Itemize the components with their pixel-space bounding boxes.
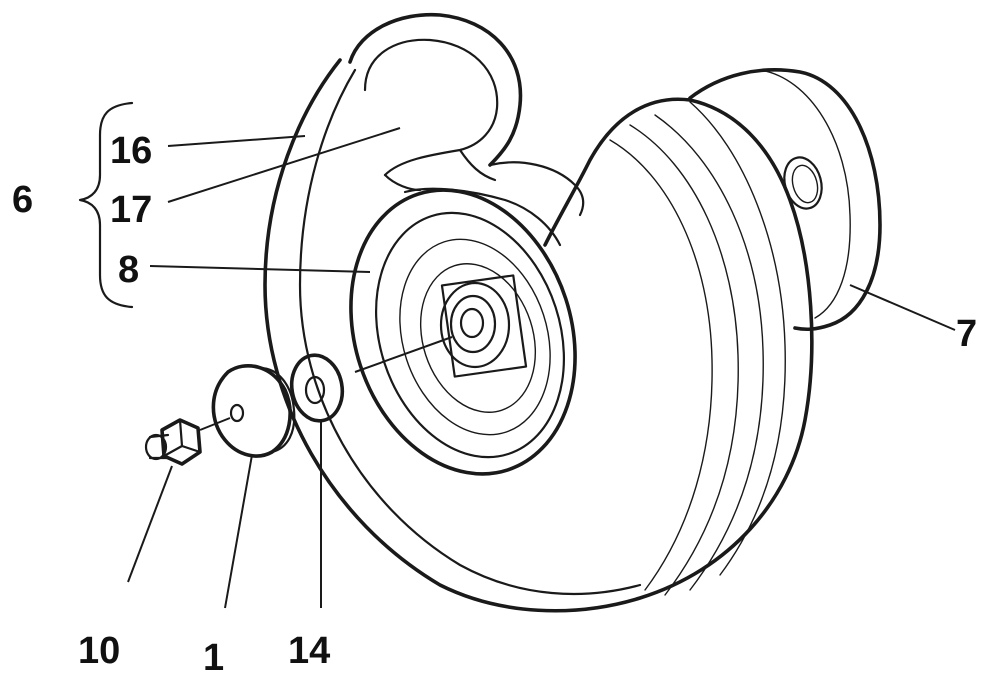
callout-10: 10 [78, 630, 120, 672]
rear-cap-outline [688, 68, 882, 332]
rear-cap-hole-inner [791, 164, 819, 204]
leader-spacer-axis [199, 417, 231, 431]
loop-outer [348, 12, 523, 167]
leader-lines [127, 127, 956, 609]
housing [263, 58, 814, 613]
hub-square-block [440, 274, 528, 378]
loop-inner [363, 38, 499, 177]
callout-14: 14 [288, 630, 330, 672]
callout-8: 8 [118, 249, 139, 291]
leader-10 [127, 465, 173, 583]
hub-ring-4 [419, 263, 537, 413]
leader-8 [149, 265, 371, 273]
housing-front-rim [298, 68, 642, 596]
hub-top-fitting [403, 161, 585, 247]
spacer-hole [229, 403, 245, 423]
rear-cap [688, 68, 882, 332]
housing-band-1 [609, 139, 713, 591]
spacer-1 [211, 363, 296, 458]
hub-ring-3 [399, 238, 551, 436]
upper-loop [348, 12, 523, 192]
spacer-outline [211, 363, 292, 458]
housing-band-3 [654, 114, 764, 591]
rear-cap-hole [783, 156, 823, 210]
rear-cap-edge [759, 69, 851, 319]
front-hub [349, 161, 585, 476]
washer-outer [289, 353, 345, 423]
hub-outer-ring [349, 188, 577, 476]
housing-band-4 [689, 101, 786, 576]
hub-bearing-mid [449, 294, 497, 354]
nut-stud-shank [148, 433, 170, 460]
housing-band-2 [629, 124, 739, 596]
washer-hole [304, 375, 326, 405]
washer-14 [289, 353, 345, 423]
callout-17: 17 [110, 189, 152, 231]
nut-10 [144, 418, 202, 466]
hub-bearing-outer [439, 281, 511, 369]
leader-1 [224, 454, 253, 609]
group-6-brace [78, 101, 134, 309]
callout-labels: 6 16 17 8 7 10 1 14 [12, 130, 977, 679]
leader-16 [167, 135, 306, 147]
hub-bearing-inner [459, 307, 485, 339]
hub-ring-2 [374, 211, 566, 459]
spacer-side [258, 366, 296, 454]
callout-1: 1 [203, 637, 224, 679]
leader-7 [849, 284, 956, 331]
leader-hub-axis [354, 336, 453, 373]
housing-outline [263, 58, 814, 613]
callout-6: 6 [12, 179, 33, 221]
callout-7: 7 [956, 313, 977, 355]
nut-edge [162, 418, 202, 458]
callout-16: 16 [110, 130, 152, 172]
loop-neck [383, 148, 497, 192]
leader-17 [167, 127, 401, 203]
